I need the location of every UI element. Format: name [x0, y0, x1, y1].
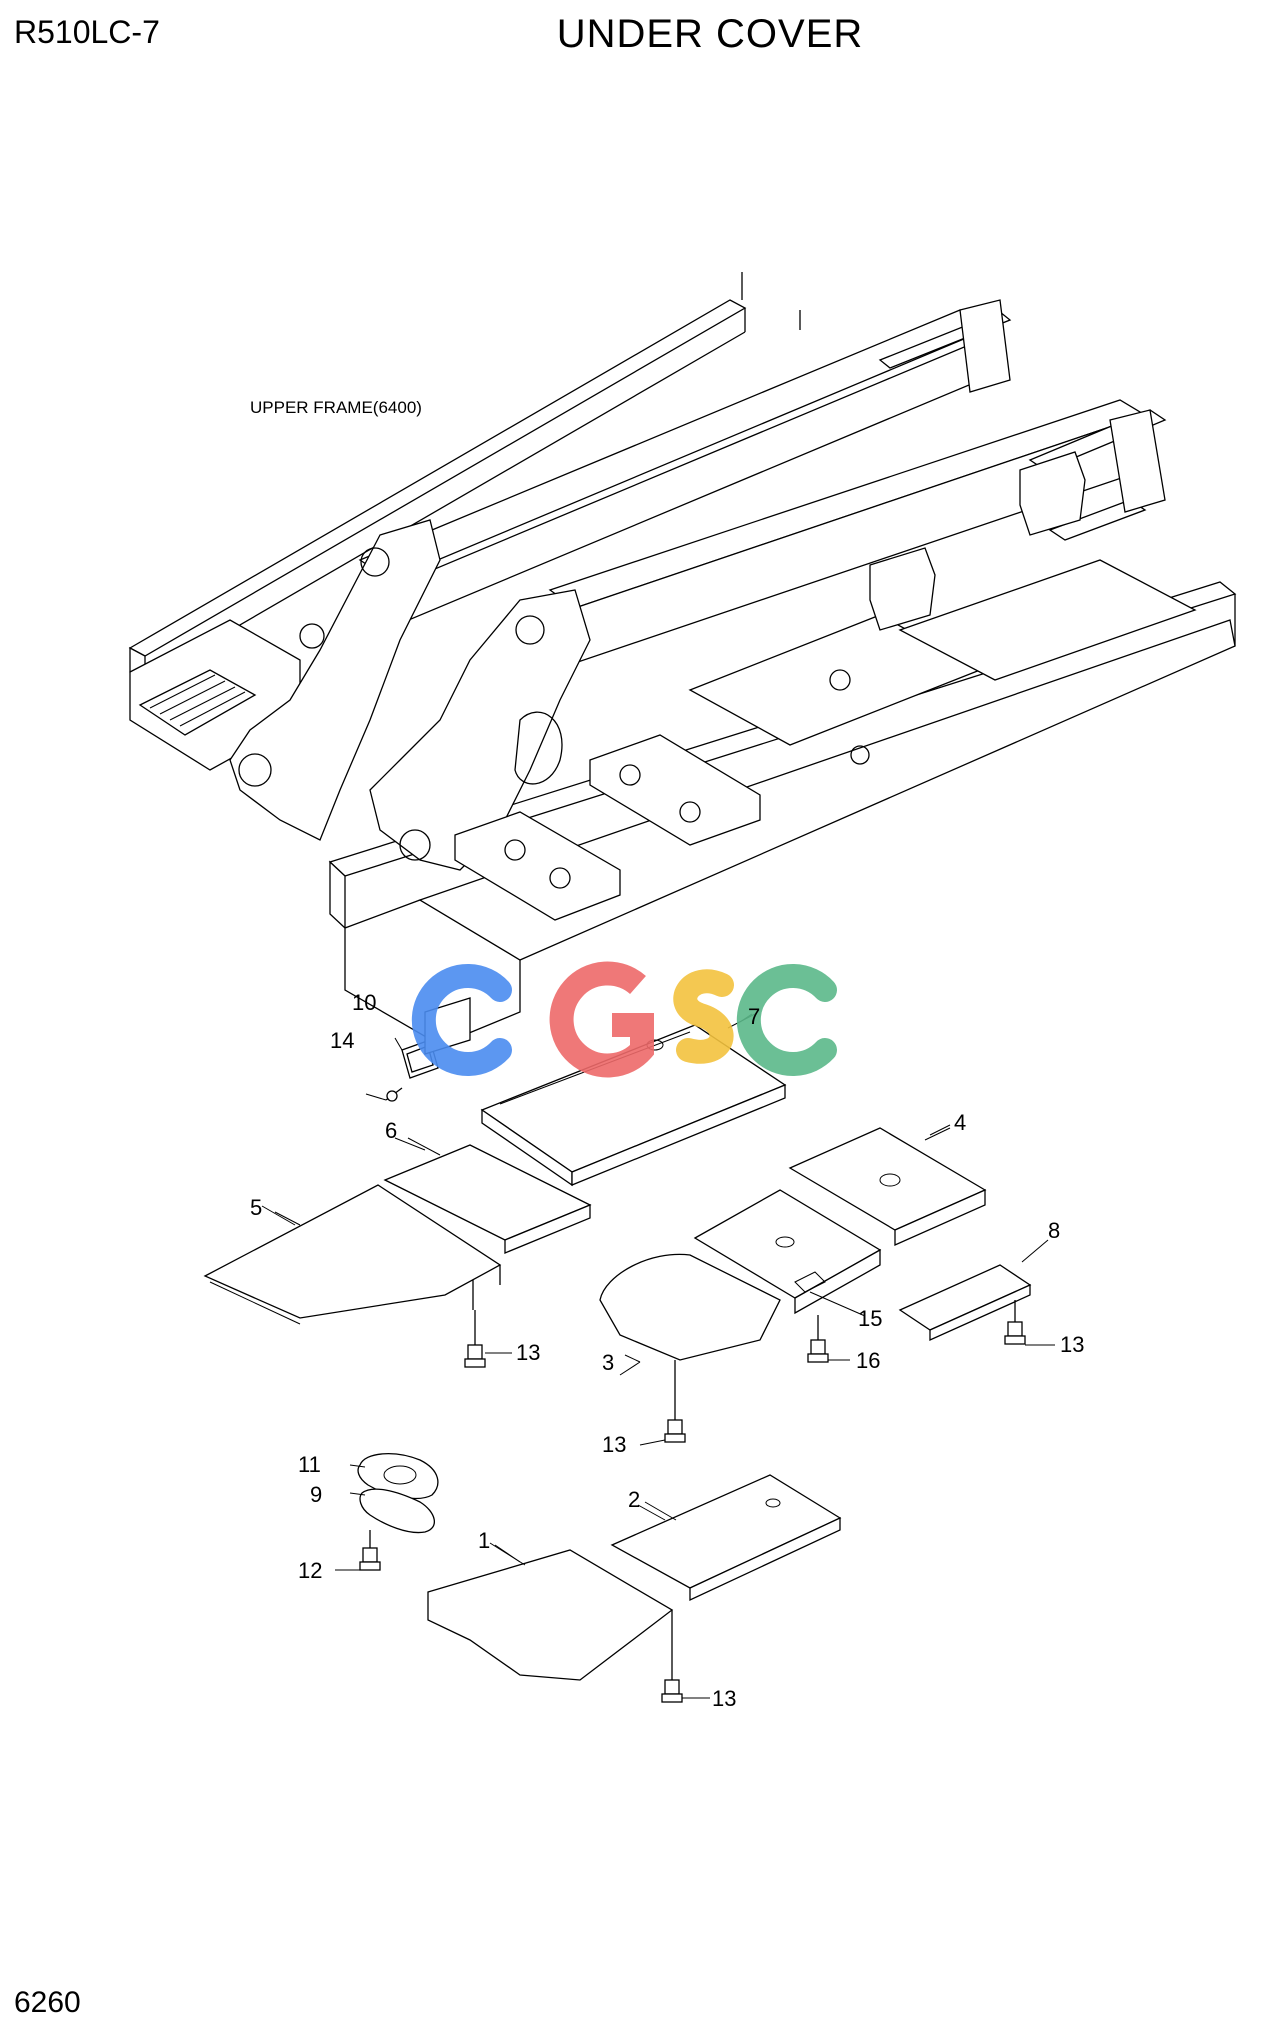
bolt-13-a	[464, 1310, 512, 1368]
callout-13-c: 13	[1060, 1332, 1085, 1357]
callout-10: 10	[352, 990, 377, 1015]
bolt-13-b	[639, 1395, 686, 1446]
callout-16: 16	[856, 1348, 881, 1373]
page-title: UNDER COVER	[556, 12, 864, 56]
part-4-cover	[788, 1127, 987, 1247]
center-cover	[693, 1189, 882, 1317]
callout-13-b: 13	[602, 1432, 627, 1457]
callout-3: 3	[602, 1350, 615, 1375]
part-11-gasket	[357, 1453, 439, 1500]
part-9-gasket	[359, 1488, 435, 1534]
callout-14: 14	[330, 1028, 355, 1053]
part-3-cover	[599, 1253, 781, 1395]
bolt-12	[335, 1530, 381, 1571]
callout-15: 15	[858, 1306, 883, 1331]
bolt-13-d	[661, 1660, 710, 1703]
callout-2: 2	[628, 1487, 641, 1512]
model-code: R510LC-7	[14, 14, 160, 50]
callout-6: 6	[385, 1118, 398, 1143]
callout-11: 11	[298, 1452, 321, 1477]
callout-8: 8	[1048, 1218, 1061, 1243]
bolt-13-c	[1004, 1300, 1055, 1346]
callout-13-a: 13	[516, 1340, 541, 1365]
part-2-cover	[610, 1474, 842, 1602]
callout-1: 1	[478, 1528, 491, 1553]
callout-9: 9	[310, 1482, 323, 1507]
callout-4: 4	[954, 1110, 967, 1135]
callout-13-d: 13	[712, 1686, 737, 1711]
upper-frame	[128, 272, 1237, 1046]
cgsc-watermark	[411, 961, 837, 1078]
bolt-16	[807, 1315, 850, 1363]
part-6-cover	[383, 1137, 592, 1254]
callout-5: 5	[250, 1195, 263, 1220]
callout-12: 12	[298, 1558, 323, 1583]
upper-frame-label: UPPER FRAME(6400)	[250, 398, 422, 417]
callout-7: 7	[748, 1004, 761, 1029]
part-5-cover	[203, 1184, 502, 1325]
part-14-bolt	[365, 1087, 403, 1102]
part-1-cover	[427, 1542, 674, 1681]
page-number: 6260	[14, 1986, 81, 2019]
part-8-plate	[898, 1239, 1049, 1342]
